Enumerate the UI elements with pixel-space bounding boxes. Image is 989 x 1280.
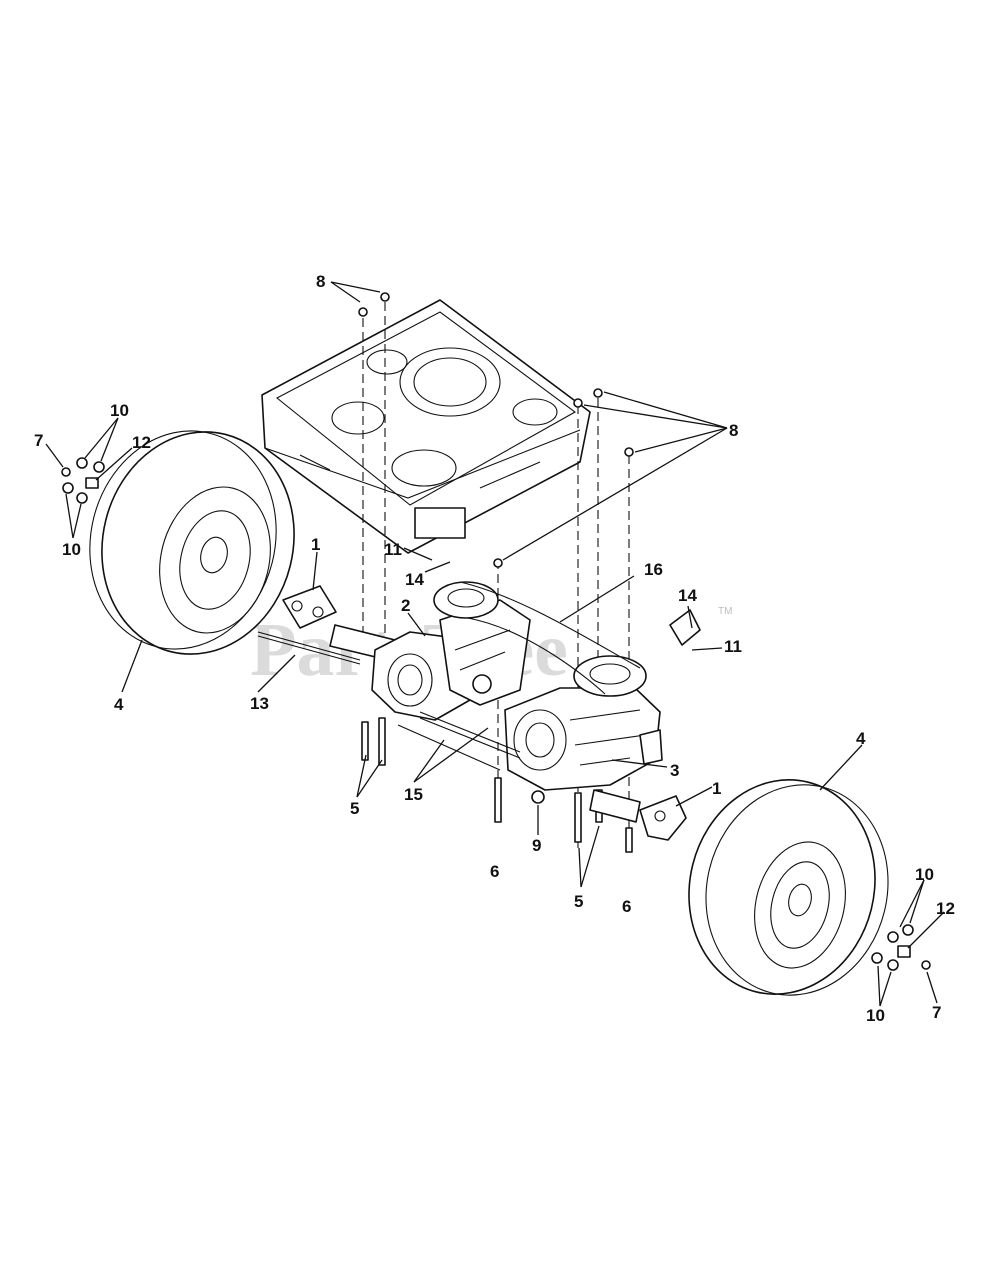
callout-14-right: 14 <box>678 586 697 605</box>
callout-4-right: 4 <box>856 729 866 748</box>
callout-9: 9 <box>532 836 541 855</box>
callout-10-left-bottom: 10 <box>62 540 81 559</box>
frame-deck <box>261 299 591 554</box>
callout-12-left: 12 <box>132 433 151 452</box>
drive-belt <box>459 581 641 695</box>
watermark-trademark: TM <box>718 606 732 617</box>
callout-10-right-bottom: 10 <box>866 1006 885 1025</box>
callout-16: 16 <box>644 560 663 579</box>
left-wheel <box>89 430 295 655</box>
callout-2: 2 <box>401 596 410 615</box>
callout-leaders <box>45 281 945 1007</box>
right-hub-axle <box>589 789 687 841</box>
right-wheel <box>688 779 889 996</box>
callout-12-right: 12 <box>936 899 955 918</box>
bypass-rods <box>397 711 521 771</box>
right-transmission <box>504 655 663 791</box>
callout-5-left: 5 <box>350 799 359 818</box>
callout-labels: 8 8 10 7 12 10 1 11 14 2 16 14 11 4 13 5… <box>34 272 955 1025</box>
callout-5-center: 5 <box>574 892 583 911</box>
callout-6-right: 6 <box>622 897 631 916</box>
callout-15: 15 <box>404 785 423 804</box>
left-transmission <box>371 581 531 721</box>
callout-10-right-top: 10 <box>915 865 934 884</box>
callout-11-right: 11 <box>724 637 742 656</box>
callout-7-right: 7 <box>932 1003 941 1022</box>
callout-4-left: 4 <box>114 695 124 714</box>
callout-1-left: 1 <box>311 535 320 554</box>
callout-6-center: 6 <box>490 862 499 881</box>
callout-14-center: 14 <box>405 570 424 589</box>
callout-7-left: 7 <box>34 431 43 450</box>
left-wheel-hardware <box>61 457 105 504</box>
callout-13: 13 <box>250 694 269 713</box>
callout-3: 3 <box>670 761 679 780</box>
callout-8-top: 8 <box>316 272 325 291</box>
right-wheel-hardware <box>871 924 931 971</box>
callout-11-center: 11 <box>384 540 402 559</box>
callout-8-right: 8 <box>729 421 738 440</box>
callout-1-right: 1 <box>712 779 721 798</box>
callout-10-left-top: 10 <box>110 401 129 420</box>
